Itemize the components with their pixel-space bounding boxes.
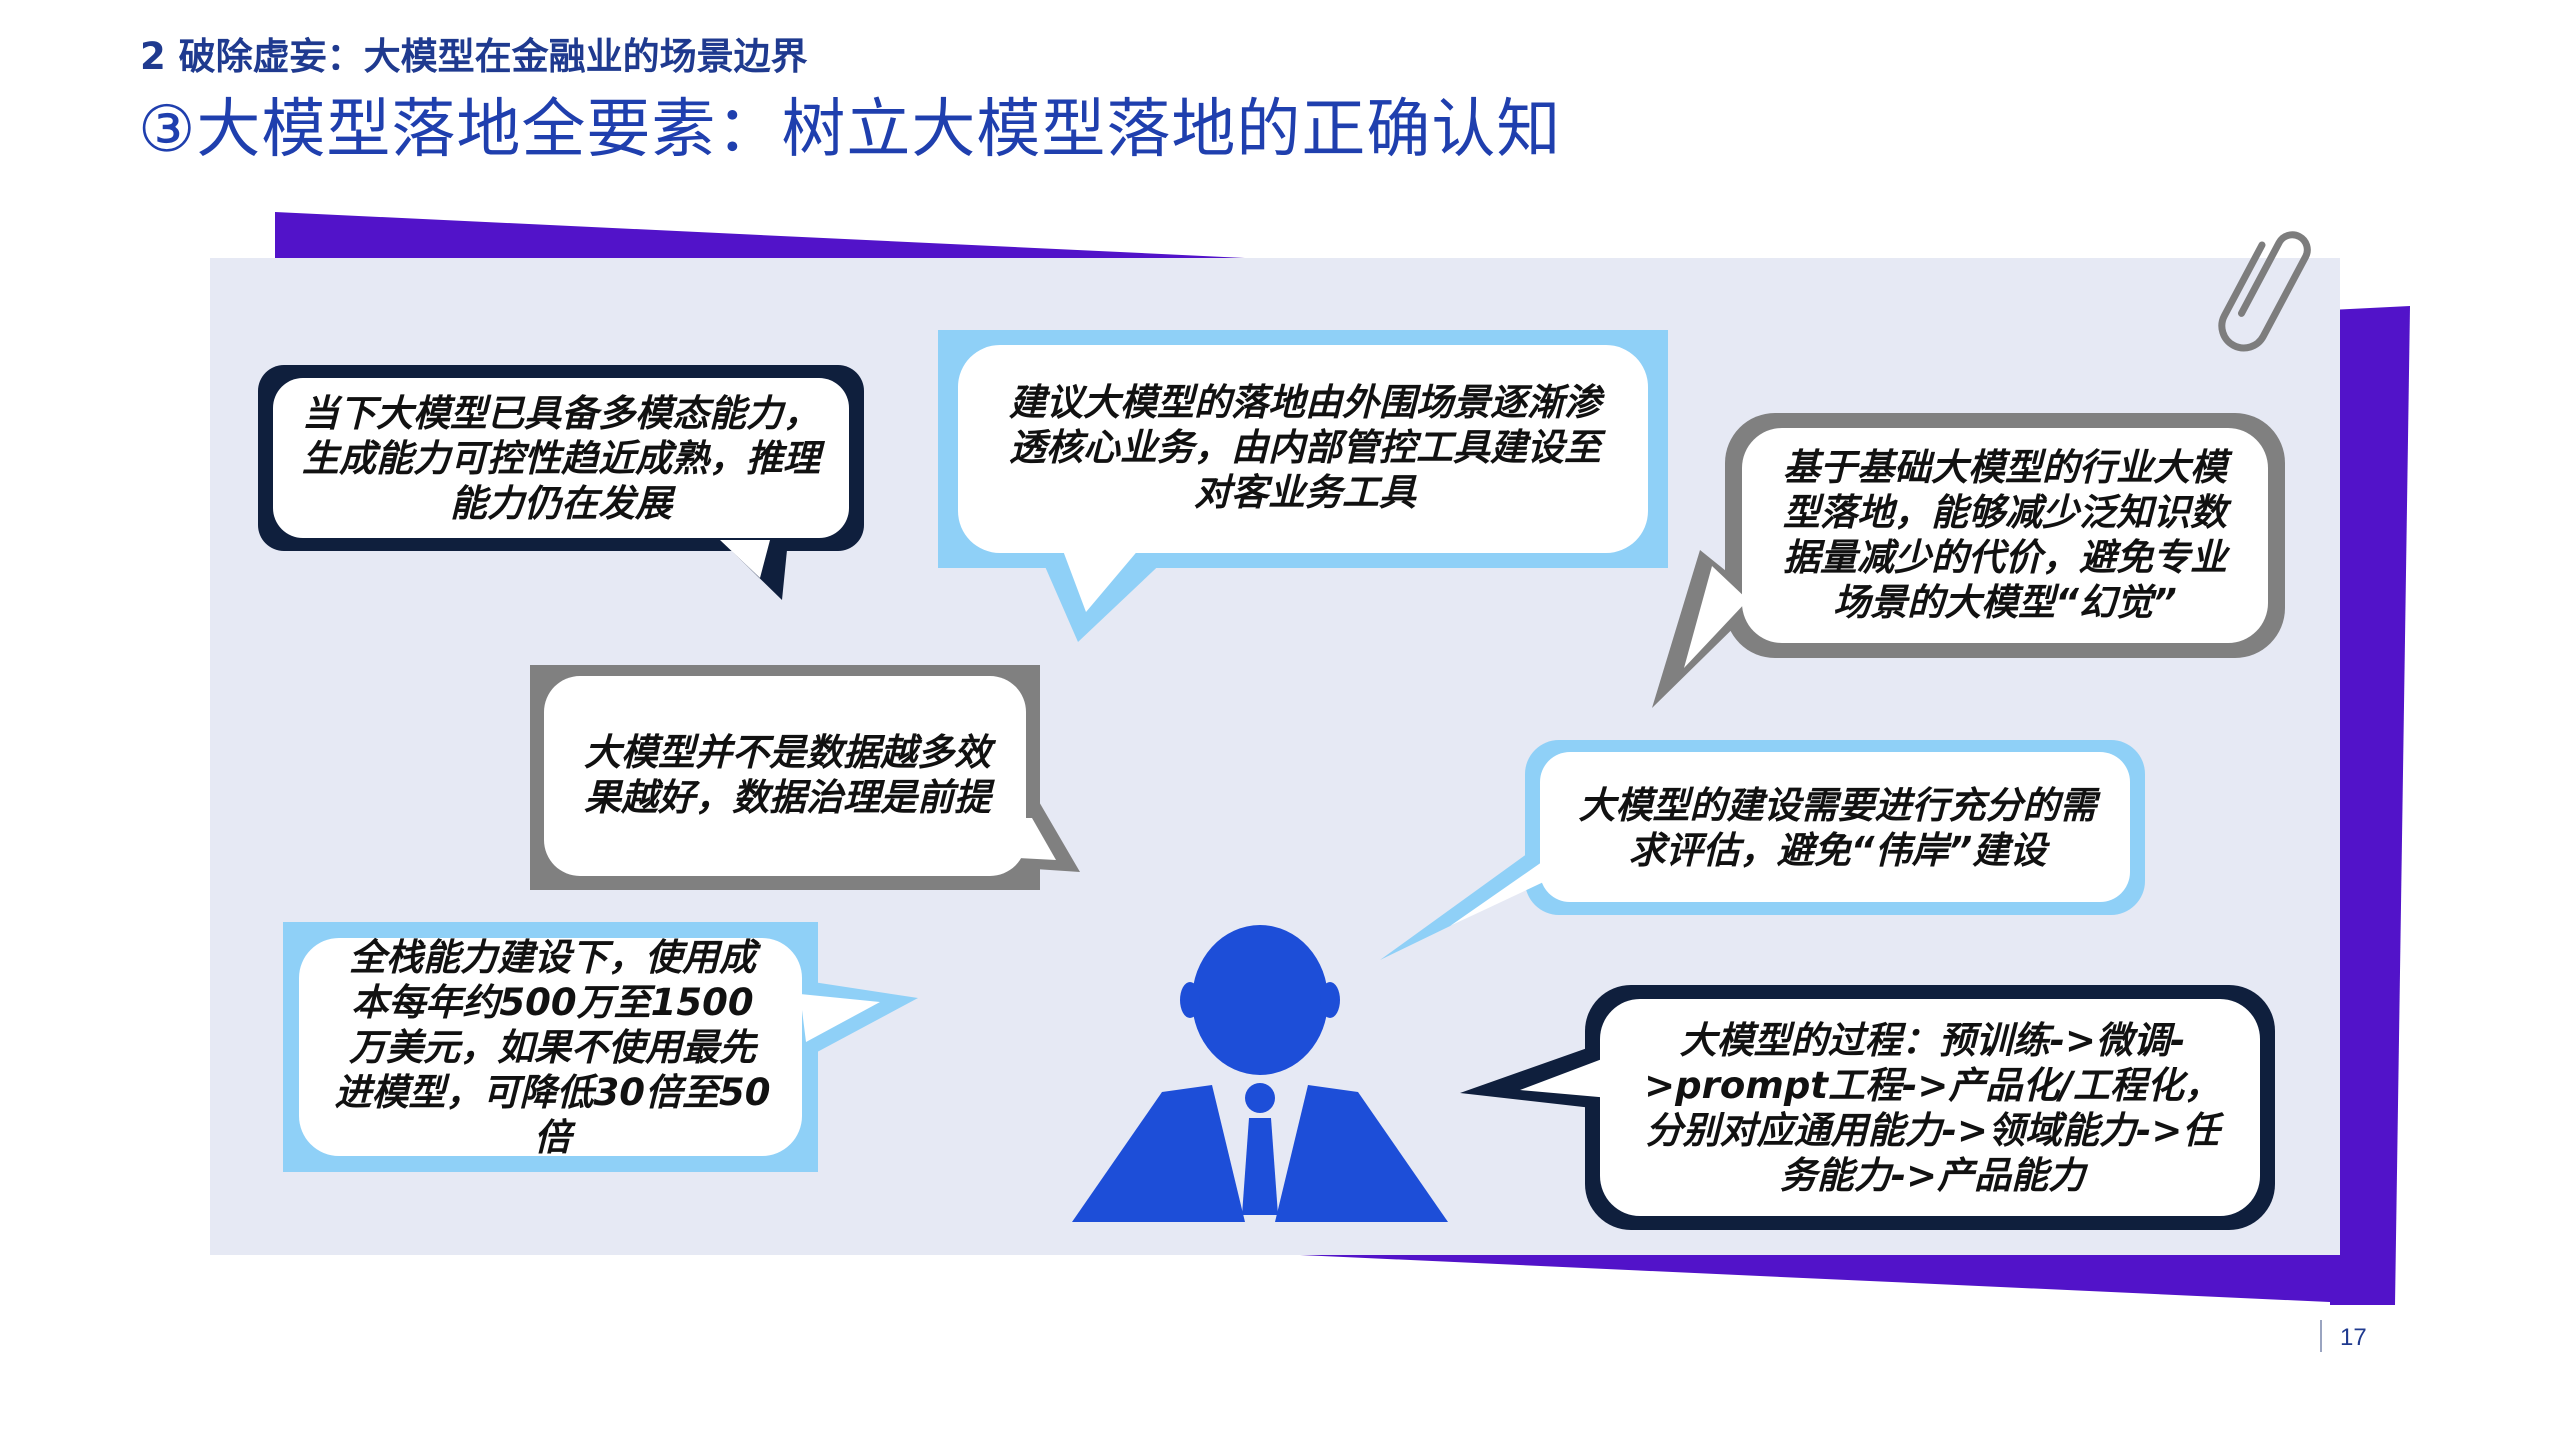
paperclip-icon	[2218, 231, 2311, 352]
speech-bubble-middle-right	[1380, 740, 2145, 960]
speech-bubble-top-left	[258, 365, 864, 600]
purple-backing-shape-right	[2330, 306, 2410, 1305]
speech-bubble-bottom-left	[283, 922, 918, 1172]
page-number-divider	[2320, 1320, 2322, 1352]
bubble-text-bottom-right: 大模型的过程：预训练->微调->prompt工程->产品化/工程化，分别对应通用…	[1644, 1019, 2221, 1197]
purple-backing-shape-top	[275, 212, 1330, 262]
page-number: 17	[2340, 1324, 2367, 1351]
purple-backing-shape-bottom	[1300, 1255, 2395, 1305]
bubble-text-middle-left: 大模型并不是数据越多效果越好，数据治理是前提	[584, 731, 991, 819]
speech-bubble-bottom-right	[1460, 985, 2275, 1230]
bubble-text-top-center: 建议大模型的落地由外围场景逐渐渗透核心业务，由内部管控工具建设至对客业务工具	[1009, 380, 1601, 514]
page-title: ③大模型落地全要素：树立大模型落地的正确认知	[138, 93, 1562, 167]
bubble-text-middle-right: 大模型的建设需要进行充分的需求评估，避免“伟岸”建设	[1578, 783, 2097, 872]
bubble-text-top-left: 当下大模型已具备多模态能力，生成能力可控性趋近成熟，推理能力仍在发展	[302, 391, 820, 525]
bubble-text-top-right: 基于基础大模型的行业大模型落地，能够减少泛知识数据量减少的代价，避免专业场景的大…	[1783, 446, 2227, 624]
businessman-icon	[1072, 925, 1448, 1222]
speech-bubble-top-center	[938, 330, 1668, 642]
speech-bubble-top-right	[1652, 413, 2285, 708]
bubble-text-bottom-left: 全栈能力建设下，使用成本每年约500万至1500万美元，如果不使用最先进模型，可…	[334, 936, 771, 1159]
speech-bubble-middle-left	[530, 665, 1080, 890]
section-subtitle: 2 破除虚妄：大模型在金融业的场景边界	[140, 35, 808, 78]
